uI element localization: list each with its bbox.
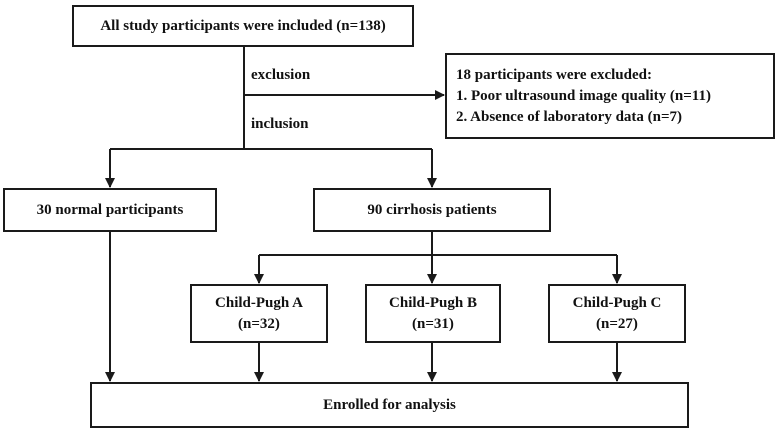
enrolled-text: Enrolled for analysis [323, 396, 456, 413]
child-pugh-b-count: (n=31) [412, 315, 454, 332]
normal-participants-text: 30 normal participants [36, 201, 184, 218]
child-pugh-a-name: Child-Pugh A [215, 294, 303, 311]
exclusion-label: exclusion [251, 67, 311, 83]
child-pugh-c-box: Child-Pugh C (n=27) [548, 284, 686, 343]
child-pugh-a-count: (n=32) [238, 315, 280, 332]
child-pugh-c-count: (n=27) [596, 315, 638, 332]
excluded-reason-1: 1. Poor ultrasound image quality (n=11) [456, 87, 711, 104]
child-pugh-b-name: Child-Pugh B [389, 294, 477, 311]
excluded-reason-2: 2. Absence of laboratory data (n=7) [456, 108, 683, 125]
all-participants-text: All study participants were included (n=… [100, 17, 386, 34]
enrolled-box: Enrolled for analysis [90, 382, 689, 428]
cirrhosis-patients-text: 90 cirrhosis patients [367, 201, 497, 218]
child-pugh-c-name: Child-Pugh C [572, 294, 662, 311]
cirrhosis-patients-box: 90 cirrhosis patients [313, 188, 551, 232]
inclusion-label: inclusion [251, 116, 309, 132]
all-participants-box: All study participants were included (n=… [72, 5, 414, 47]
excluded-title: 18 participants were excluded: [456, 66, 652, 83]
normal-participants-box: 30 normal participants [3, 188, 217, 232]
child-pugh-a-box: Child-Pugh A (n=32) [190, 284, 328, 343]
excluded-box: 18 participants were excluded: 1. Poor u… [445, 53, 775, 139]
child-pugh-b-box: Child-Pugh B (n=31) [365, 284, 501, 343]
